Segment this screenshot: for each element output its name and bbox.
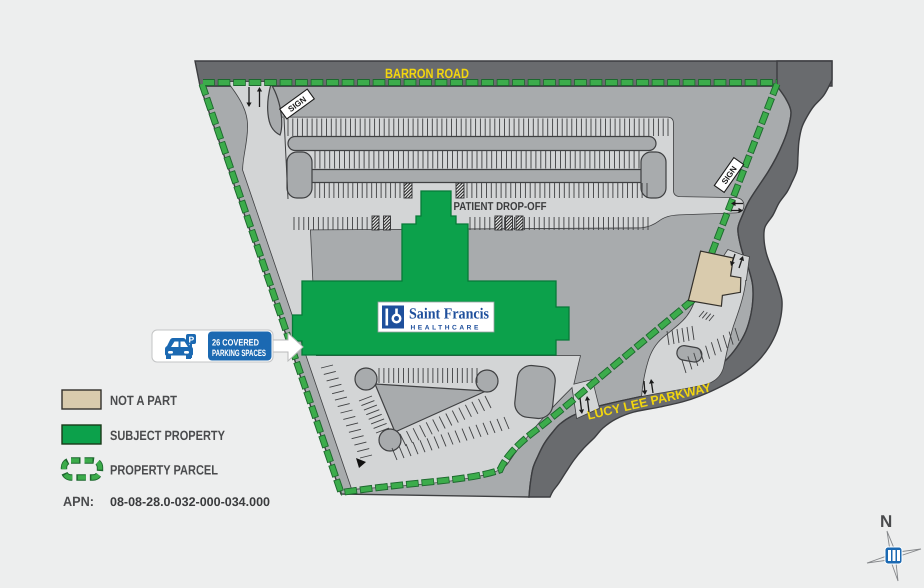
svg-text:HEALTHCARE: HEALTHCARE xyxy=(411,325,481,332)
svg-text:PARKING SPACES: PARKING SPACES xyxy=(212,348,266,358)
svg-text:PATIENT DROP-OFF: PATIENT DROP-OFF xyxy=(454,201,547,213)
svg-text:PROPERTY PARCEL: PROPERTY PARCEL xyxy=(110,463,218,478)
svg-text:APN:: APN: xyxy=(63,494,94,509)
svg-text:SUBJECT PROPERTY: SUBJECT PROPERTY xyxy=(110,428,225,443)
svg-text:NOT A PART: NOT A PART xyxy=(110,393,178,408)
svg-text:26 COVERED: 26 COVERED xyxy=(212,338,259,348)
svg-text:08-08-28.0-032-000-034.000: 08-08-28.0-032-000-034.000 xyxy=(110,495,270,509)
svg-text:N: N xyxy=(880,512,892,531)
svg-text:BARRON ROAD: BARRON ROAD xyxy=(385,66,469,81)
svg-text:P: P xyxy=(189,335,195,345)
svg-text:Saint Francis: Saint Francis xyxy=(409,306,489,323)
